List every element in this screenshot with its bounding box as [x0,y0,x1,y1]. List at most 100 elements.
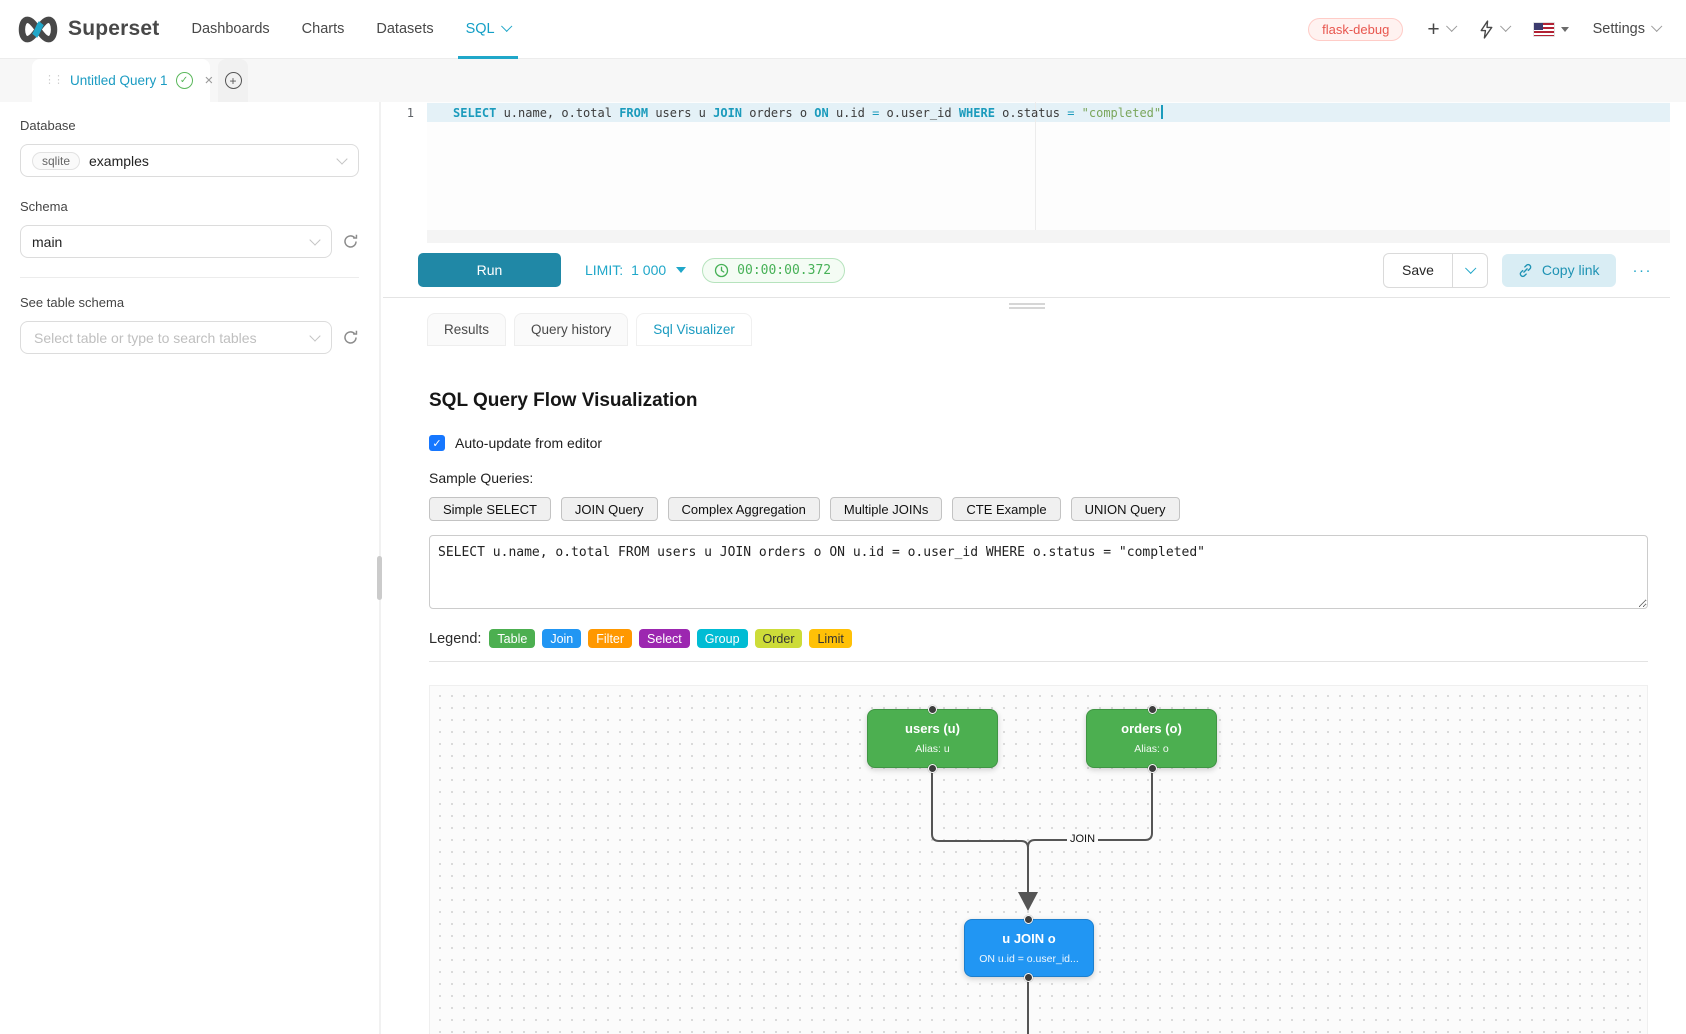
sample-query-button[interactable]: JOIN Query [560,497,658,521]
refresh-tables-icon[interactable] [342,329,359,346]
content-divider [429,661,1648,662]
pane-resize-handle[interactable] [1008,301,1045,311]
limit-dropdown[interactable]: LIMIT: 1 000 [585,262,687,278]
sql-token: orders o [742,106,815,120]
new-query-tab-button[interactable]: + [218,59,248,102]
nav-charts[interactable]: Charts [301,21,345,37]
result-tabs: Results Query history Sql Visualizer [427,313,752,346]
table-select[interactable] [20,321,332,354]
legend-badge: Group [696,629,748,648]
chevron-down-icon [336,153,348,165]
query-tab-untitled-query-1[interactable]: ⋮⋮ Untitled Query 1 ✓ × [32,59,213,102]
database-select[interactable]: sqlite examples [20,144,359,177]
environment-badge: flask-debug [1308,17,1404,41]
sql-visualizer-panel: SQL Query Flow Visualization ✓ Auto-upda… [429,390,1648,1034]
save-button[interactable]: Save [1401,262,1434,278]
connector-handle[interactable] [1148,764,1157,773]
chevron-down-icon [309,330,321,342]
sample-query-button[interactable]: Complex Aggregation [667,497,820,521]
sql-token: ON [814,106,829,120]
visualizer-query-input[interactable]: SELECT u.name, o.total FROM users u JOIN… [429,535,1648,609]
nav-dashboards[interactable]: Dashboards [191,21,270,37]
sql-editor[interactable]: 1 SELECT u.name, o.total FROM users u JO… [383,102,1670,230]
query-tab-strip: ⋮⋮ Untitled Query 1 ✓ × + [0,59,1686,102]
link-icon [1519,263,1532,277]
sql-token: u.id [828,106,873,120]
legend-badge: Filter [588,629,633,648]
connector-handle[interactable] [928,705,937,714]
tab-results[interactable]: Results [427,313,507,346]
refresh-schemas-icon[interactable] [342,233,359,250]
sql-token: o.user_id [879,106,959,120]
join-node[interactable]: u JOIN o ON u.id = o.user_id... [964,919,1094,977]
chevron-down-icon [500,20,512,32]
query-tab-title: Untitled Query 1 [70,73,168,88]
save-options-button[interactable] [1451,253,1487,287]
superset-logo[interactable]: Superset [16,15,159,44]
schema-label: Schema [20,199,68,214]
node-title: u JOIN o [1002,931,1056,946]
connector-handle[interactable] [1148,705,1157,714]
plus-circle-icon: + [224,72,242,89]
connector-handle[interactable] [928,764,937,773]
sql-code-line[interactable]: SELECT u.name, o.total FROM users u JOIN… [453,105,1164,120]
timer-value: 00:00:00.372 [737,262,832,278]
sql-lab-shortcut-menu[interactable] [1479,19,1511,39]
panel-resize-handle[interactable] [377,556,382,600]
drag-handle-icon[interactable]: ⋮⋮ [44,74,64,86]
auto-update-checkbox[interactable]: ✓ [429,435,445,451]
more-actions-button[interactable]: ··· [1632,261,1652,279]
editor-scrollbar-track[interactable] [427,230,1670,243]
tab-sql-visualizer[interactable]: Sql Visualizer [636,313,752,346]
connector-handle[interactable] [1024,973,1033,982]
table-node-users[interactable]: users (u) Alias: u [867,709,998,768]
node-title: users (u) [905,721,960,736]
brand-name: Superset [68,17,160,40]
visualizer-title: SQL Query Flow Visualization [429,390,698,411]
panel-divider [20,277,359,278]
caret-down-icon [1560,26,1569,32]
legend-badge: Limit [809,629,852,648]
flow-canvas[interactable]: JOIN users (u) Alias: u orders (o) Alias… [429,685,1648,1034]
editor-gutter: 1 [383,102,427,230]
sample-query-button[interactable]: Multiple JOINs [829,497,943,521]
clock-icon [715,263,729,277]
limit-label: LIMIT: [585,262,624,278]
chevron-down-icon [1445,20,1457,32]
copy-link-button[interactable]: Copy link [1501,253,1616,287]
line-number: 1 [406,106,414,120]
connector-handle[interactable] [1024,915,1033,924]
close-tab-icon[interactable]: × [204,72,214,89]
schema-value: main [32,233,63,250]
nav-sql[interactable]: SQL [457,0,518,59]
nav-datasets[interactable]: Datasets [376,21,434,37]
database-label: Database [20,118,76,133]
join-edge-label: JOIN [1067,833,1099,845]
language-picker[interactable] [1532,21,1569,37]
text-cursor [1161,105,1164,119]
schema-select[interactable]: main [20,225,332,258]
sql-token: users u [648,106,714,120]
sample-query-button[interactable]: UNION Query [1070,497,1180,521]
table-search-input[interactable] [32,328,305,347]
new-plus-menu[interactable]: + [1427,19,1457,40]
sample-query-button[interactable]: CTE Example [952,497,1061,521]
saved-check-icon: ✓ [175,72,193,89]
us-flag-icon [1532,21,1555,37]
legend-badge: Join [542,629,582,648]
table-schema-label: See table schema [20,295,125,310]
sql-token [1074,106,1081,120]
sql-token: JOIN [713,106,743,120]
navbar-right: flask-debug + Settings [1308,17,1663,41]
settings-menu[interactable]: Settings [1593,20,1663,37]
sample-query-button[interactable]: Simple SELECT [429,497,551,521]
lightning-icon [1480,19,1493,39]
table-node-orders[interactable]: orders (o) Alias: o [1086,709,1217,768]
editor-toolbar: Run LIMIT: 1 000 00:00:00.372 Save [383,243,1670,298]
legend-label: Legend: [429,630,482,647]
run-button[interactable]: Run [418,253,561,287]
nav-sql-label: SQL [465,21,495,37]
tab-query-history[interactable]: Query history [514,313,629,346]
node-subtitle: Alias: u [915,743,950,755]
